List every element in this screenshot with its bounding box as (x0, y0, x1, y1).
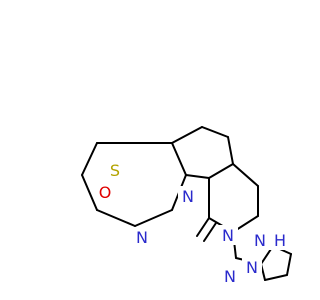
bond (81, 142, 98, 176)
bonds (81, 126, 292, 281)
carbonyl-oxygen-label: O (99, 183, 112, 202)
bond (201, 126, 229, 138)
bond (227, 136, 234, 165)
tetrazole-nitrogen-label: N (224, 267, 236, 286)
bond (171, 126, 203, 144)
tetrazole-nitrogen-label: N (246, 258, 258, 277)
bond (264, 274, 288, 281)
bond (171, 142, 187, 176)
bond (185, 174, 210, 179)
pyrimidine-nitrogen-label: N (182, 187, 194, 206)
bond (196, 217, 210, 237)
bond (208, 163, 234, 179)
ring-nitrogen-label: N (136, 228, 148, 247)
tetrazole-nitrogen-label: N (222, 226, 234, 245)
atom-labels: S N N O N N N N H (95, 160, 290, 286)
tetrazole-nitrogen-label: N (254, 231, 266, 250)
bond (286, 253, 292, 276)
bond (134, 209, 173, 227)
molecule-drawing: S N N O N N N N H (81, 126, 292, 286)
bond (203, 222, 217, 242)
tetrazole-hydrogen-label: H (274, 231, 286, 250)
structure-canvas: S N N O N N N N H (81, 126, 292, 286)
bond (96, 209, 136, 227)
bond (81, 174, 98, 211)
bond (232, 163, 259, 187)
sulfur-atom-label: S (110, 161, 120, 180)
